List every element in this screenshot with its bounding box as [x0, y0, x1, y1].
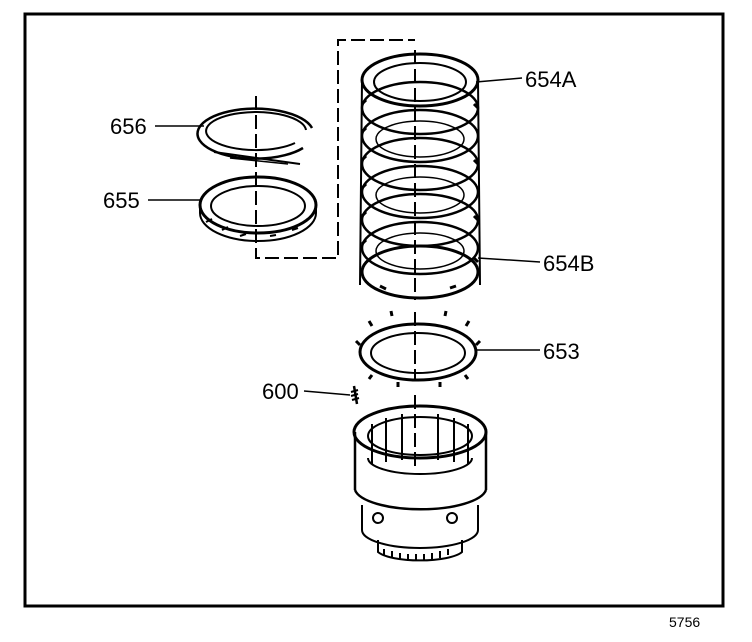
assembly-line-left — [255, 39, 415, 259]
label-653: 653 — [543, 339, 580, 364]
snap-ring-656 — [196, 107, 314, 165]
label-654a: 654A — [525, 67, 577, 92]
figure-number: 5756 — [669, 614, 700, 630]
label-654b: 654B — [543, 251, 594, 276]
clutch-housing — [352, 404, 488, 562]
clutch-plate-stack — [359, 52, 481, 300]
leader-654b — [477, 257, 541, 263]
spring-part-600 — [350, 385, 360, 405]
diagram-frame — [23, 12, 725, 608]
backing-plate-655 — [198, 175, 318, 242]
label-600: 600 — [262, 379, 299, 404]
label-655: 655 — [103, 188, 140, 213]
label-656: 656 — [110, 114, 147, 139]
leader-654a — [475, 77, 523, 83]
reaction-plate-653 — [354, 310, 482, 387]
leader-600 — [303, 390, 351, 396]
